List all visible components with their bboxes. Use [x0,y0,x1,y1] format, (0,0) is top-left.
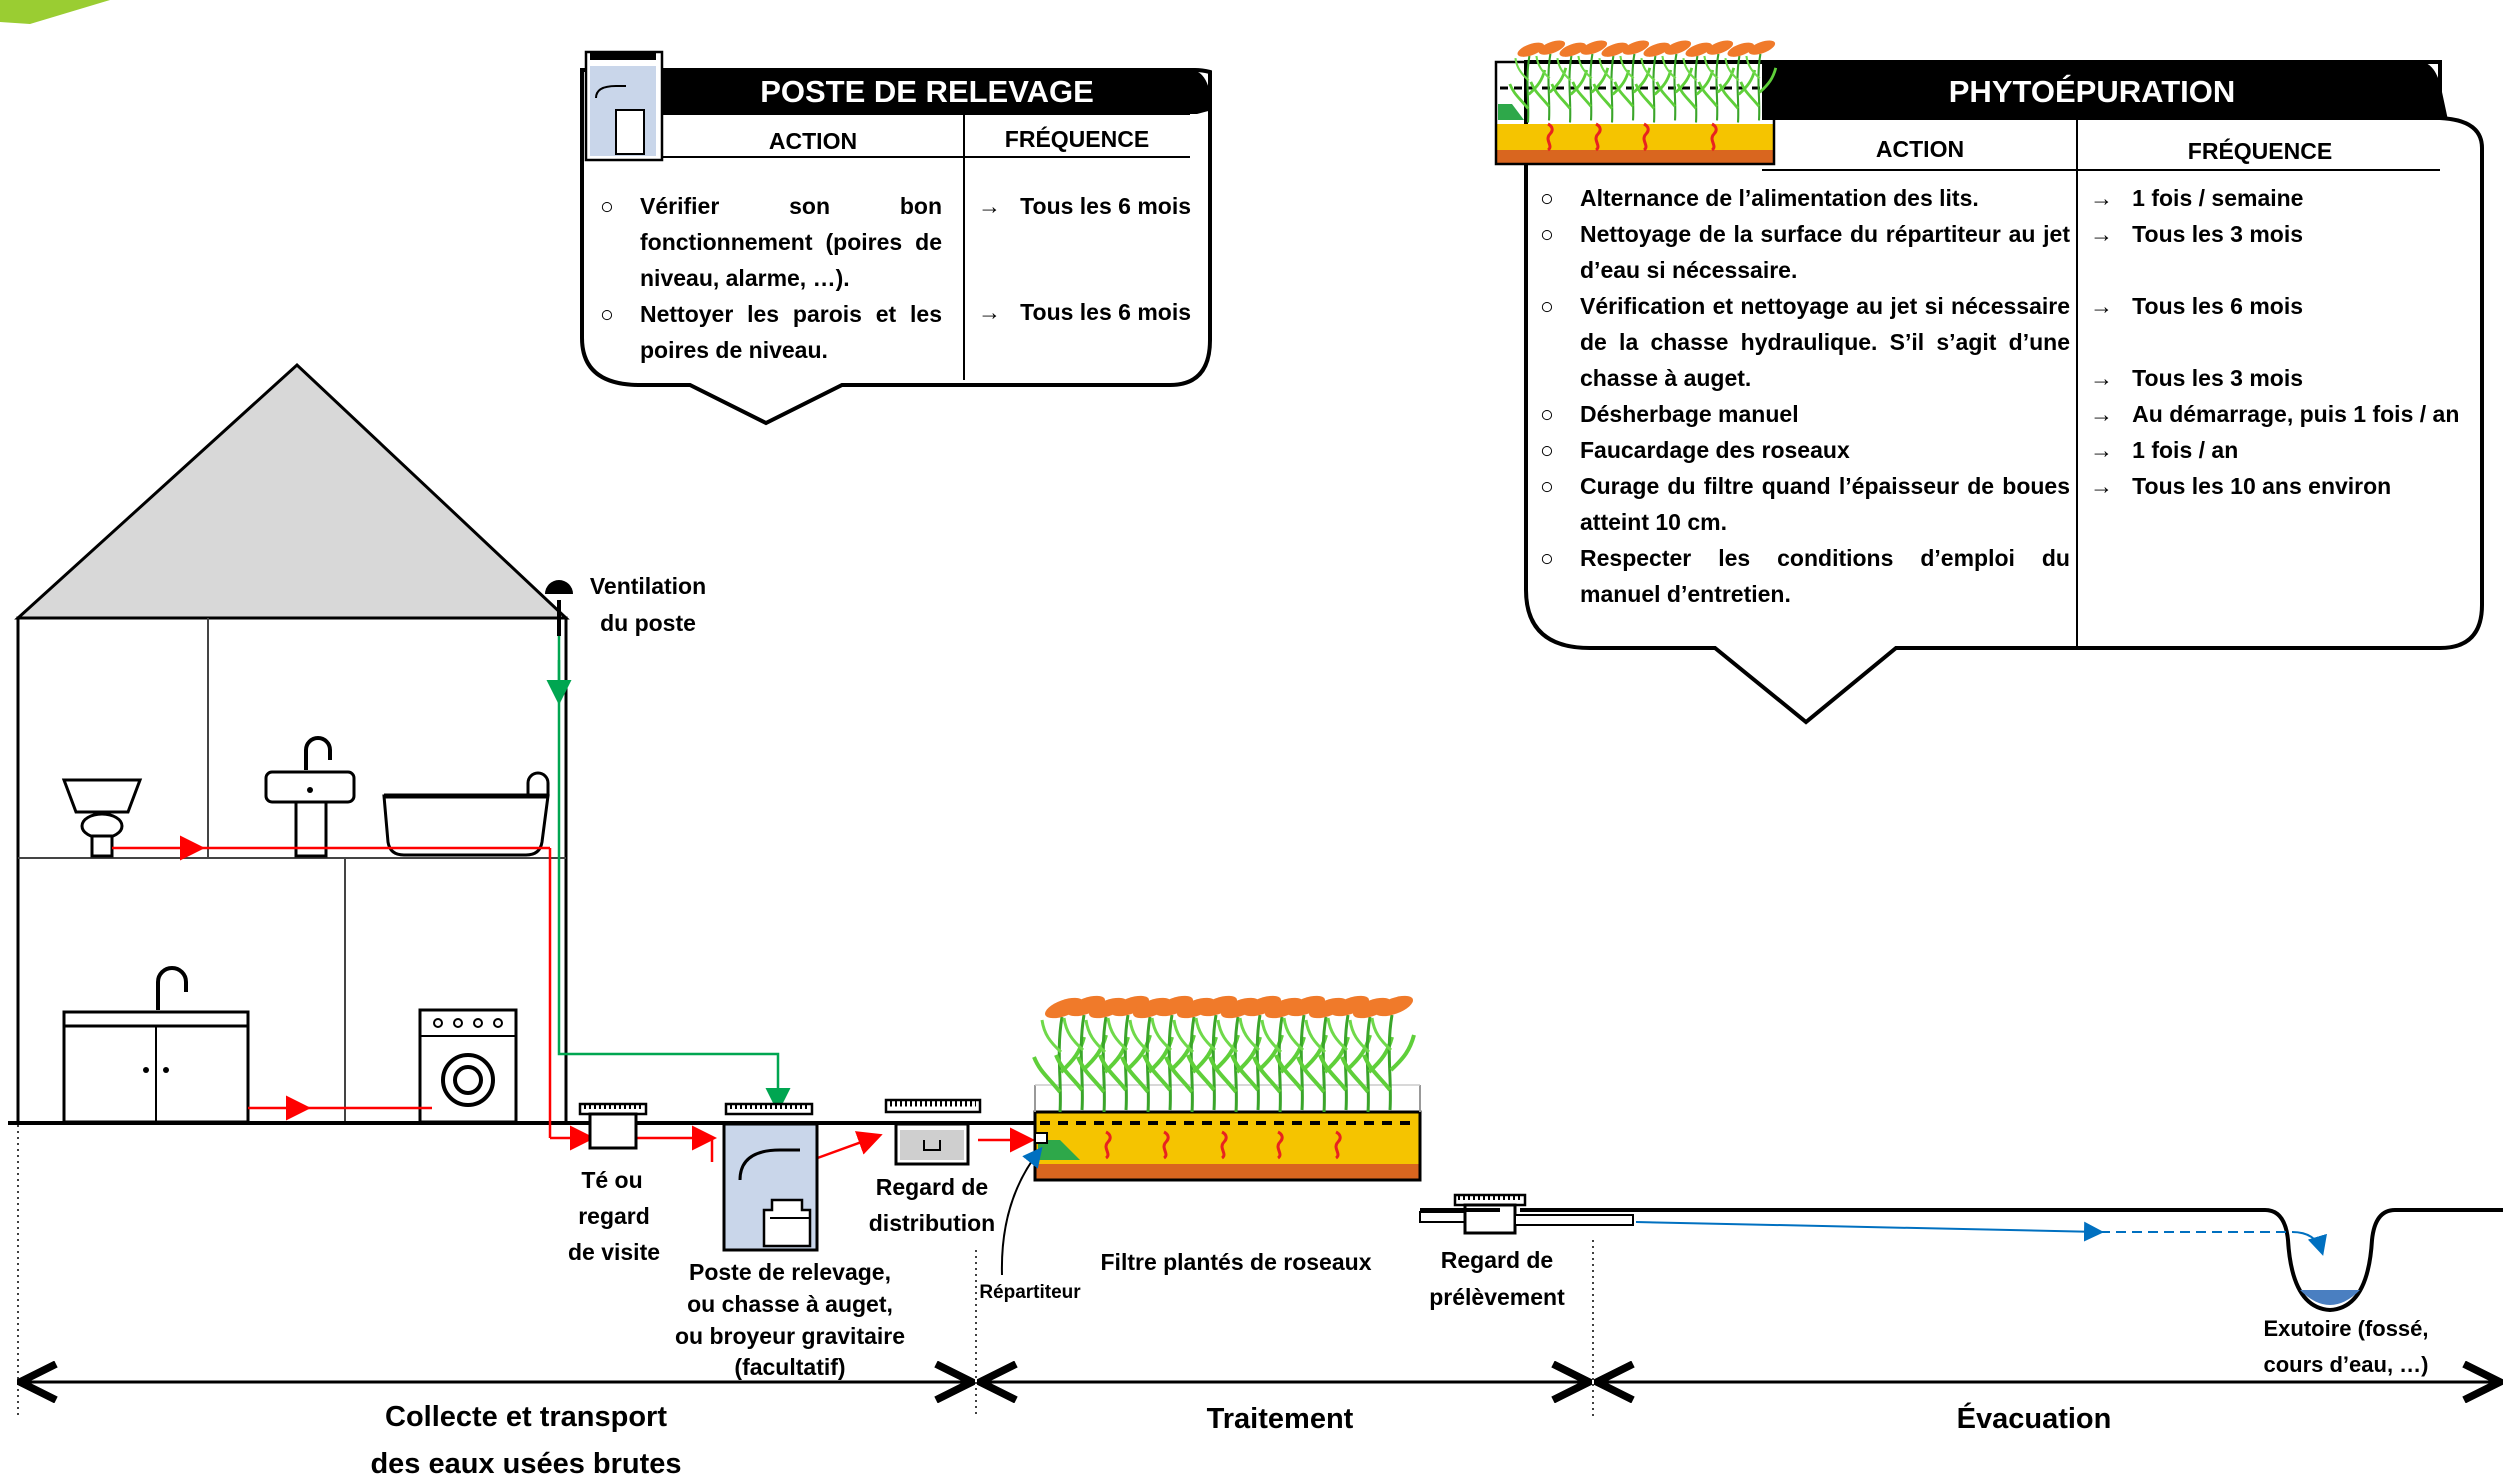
poste-relevage-tank [722,1102,819,1252]
phyto-title: PHYTOÉPURATION [1948,74,2236,109]
phyto-col-action: ACTION [1875,136,1965,162]
poste-relevage-col-frequence: FRÉQUENCE [1004,126,1150,152]
kitchen-unit-icon [62,966,250,1124]
corner-accent [0,0,110,24]
phyto-col-frequence: FRÉQUENCE [2187,138,2333,164]
phyto-action-7: ○Respecter les conditions d’emploi du ma… [1540,545,2070,607]
poste-relevage-freq-1: → Tous les 6 mois [978,193,1192,219]
poste-relevage-title: POSTE DE RELEVAGE [760,74,1094,109]
te-regard-visite [578,1102,648,1150]
ventilation-pipe [545,580,791,1113]
label-ventilation-2: du poste [600,610,696,636]
toilet-icon [61,778,143,858]
phyto-mini-icon [1494,36,1779,166]
label-te-3: de visite [568,1239,660,1265]
label-te-1: Té ou [581,1167,642,1193]
section-evacuation: Évacuation [1957,1401,2112,1435]
poste-relevage-action-2: ○Nettoyer les parois et les poires de ni… [600,301,942,363]
washing-machine-icon [418,1008,518,1124]
treated-water-flow [1635,1221,2104,1242]
poste-relevage-action-list: ○Vérifier son bon fonctionnement (poires… [600,188,942,368]
phyto-action-4: ○Désherbage manuel [1540,401,1799,427]
poste-relevage-action-1: ○Vérifier son bon fonctionnement (poires… [600,193,942,291]
poste-relevage-col-action: ACTION [768,128,858,154]
phyto-freq-2: → Tous les 3 mois [2090,221,2304,247]
label-prelev-1: Regard de [1441,1247,1553,1273]
bubble-phytoepuration [1494,36,2484,725]
house [8,362,570,1125]
phyto-freq-4: → Tous les 3 mois [2090,365,2304,391]
label-exutoire-1: Exutoire (fossé, [2263,1316,2428,1341]
phyto-action-3: ○Vérification et nettoyage au jet si néc… [1540,293,2070,391]
phyto-freq-5: → Au démarrage, puis 1 fois / an [2090,401,2460,427]
phyto-freq-1: → 1 fois / semaine [2090,185,2304,211]
label-distrib-2: distribution [869,1210,995,1236]
label-poste-2: ou chasse à auget, [687,1291,893,1317]
house-roof [14,362,570,620]
ventilation-cap-icon [545,580,573,594]
label-repartiteur: Répartiteur [979,1282,1081,1303]
label-exutoire-2: cours d’eau, …) [2263,1352,2428,1377]
bubble-poste-relevage [580,50,1212,426]
label-filtre: Filtre plantés de roseaux [1101,1249,1372,1275]
phyto-freq-7: → Tous les 10 ans environ [2090,473,2392,499]
phyto-action-list: ○Alternance de l’alimentation des lits. … [1540,180,2070,612]
section-collecte-2: des eaux usées brutes [370,1448,681,1480]
poste-relevage-freq-2: → Tous les 6 mois [978,299,1192,325]
phyto-freq-6: → 1 fois / an [2090,437,2239,463]
label-prelev-2: prélèvement [1429,1284,1565,1310]
reed-filter-bed [1032,989,1422,1182]
phyto-action-2: ○Nettoyage de la surface du répartiteur … [1540,221,2070,283]
phyto-freq-3: → Tous les 6 mois [2090,293,2304,319]
section-separators [17,1125,1594,1418]
repartiteur-pointer [1000,1146,1043,1276]
label-ventilation-1: Ventilation [590,573,706,599]
label-te-2: regard [578,1203,650,1229]
section-traitement: Traitement [1207,1403,1354,1435]
phyto-action-5: ○Faucardage des roseaux [1540,437,1850,463]
label-poste-3: ou broyeur gravitaire [675,1323,905,1349]
section-collecte-1: Collecte et transport [385,1401,667,1433]
regard-prelevement [1419,1193,1634,1235]
bathtub-icon [382,771,550,857]
bubble-title-bar [662,70,1197,114]
label-distrib-1: Regard de [876,1174,988,1200]
regard-distribution [884,1098,982,1166]
exutoire-ditch [1420,1208,2503,1313]
pump-icon [762,1198,812,1248]
phyto-action-1: ○Alternance de l’alimentation des lits. [1540,185,1979,211]
label-poste-1: Poste de relevage, [689,1259,891,1285]
repartiteur-icon [1038,1140,1080,1160]
bubble-title-bar [1762,62,2448,120]
phyto-action-6: ○Curage du filtre quand l’épaisseur de b… [1540,473,2070,535]
label-poste-4: (facultatif) [734,1354,845,1380]
